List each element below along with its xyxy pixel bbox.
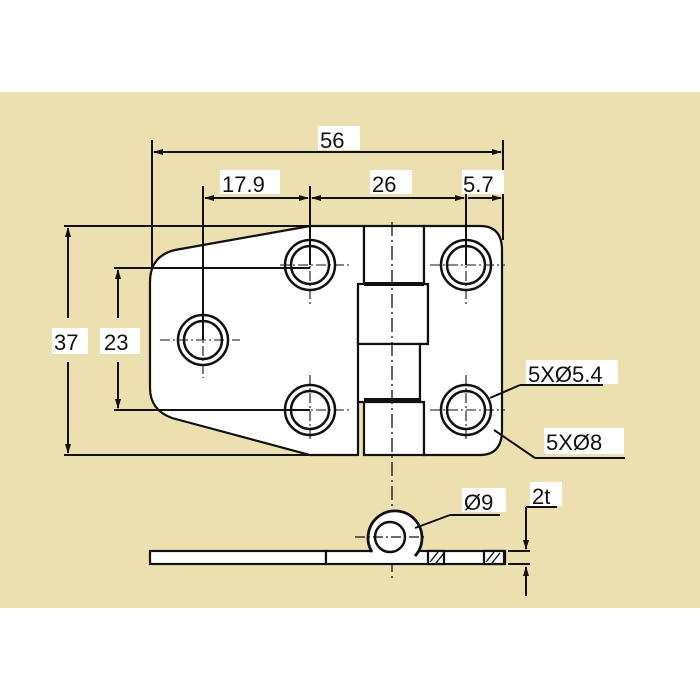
knuckle-2	[356, 282, 430, 346]
dim-overall-width: 56	[320, 128, 344, 153]
dim-hole-edge-right: 5.7	[463, 172, 494, 197]
callout-hole-diameter: 5XØ5.4	[528, 362, 603, 387]
side-strip-left	[148, 549, 328, 566]
dim-hole-vertical-spacing: 23	[104, 330, 128, 355]
knuckle-4	[362, 400, 426, 457]
dimension-lines	[64, 140, 625, 459]
callout-knuckle-diameter: Ø9	[464, 490, 493, 515]
dimension-labels: 56 17.9 26 5.7 37 23 5XØ5.4 5XØ8 Ø9 2t	[52, 126, 624, 515]
callout-countersink-diameter: 5XØ8	[546, 430, 602, 455]
dim-overall-height: 37	[54, 330, 78, 355]
knuckle-3	[356, 342, 422, 404]
dim-hole-spacing: 26	[372, 172, 396, 197]
callout-thickness: 2t	[532, 484, 550, 509]
hole-centerlines	[160, 235, 505, 440]
dim-hole-offset-left: 17.9	[222, 172, 265, 197]
knuckle-1	[362, 224, 426, 286]
hinge-side-view	[148, 509, 507, 566]
